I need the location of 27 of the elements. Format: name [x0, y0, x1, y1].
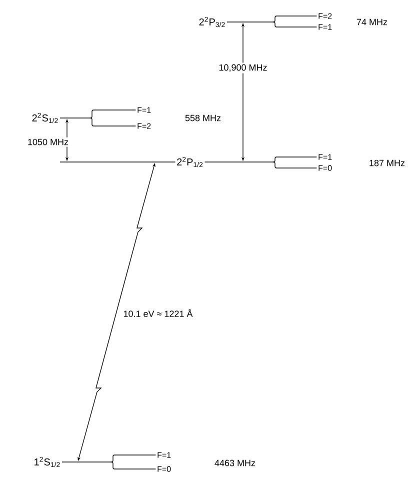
edge-label: 10,900 MHz	[217, 62, 269, 74]
energy-level: 2$^{2}$P$_{1/2}$	[60, 156, 274, 168]
hyperfine-level: F=1	[94, 107, 151, 113]
splitting-label: 74 MHz	[356, 18, 388, 26]
bracket-line	[110, 454, 116, 462]
hyperfine-level: F=1	[276, 24, 332, 30]
splitting-label: 558 MHz	[185, 114, 221, 122]
splitting-label: 187 MHz	[370, 160, 405, 166]
bracket-line	[90, 110, 94, 118]
energy-level: 2$^{2}$P$_{3/2}$	[199, 16, 274, 28]
bracket-line	[90, 118, 94, 126]
bracket-line	[272, 156, 278, 162]
energy-level: 1$^{2}$S$_{1/2}$	[34, 456, 112, 468]
bracket-line	[272, 22, 278, 28]
bracket-line	[110, 462, 116, 470]
bracket-line	[272, 16, 278, 22]
hyperfine-level: F=1	[114, 452, 171, 458]
energy-level: 2$^{2}$S$_{1/2}$	[32, 112, 92, 124]
hyperfine-level: F=0	[114, 466, 171, 472]
edge-label: 1050 MHz	[26, 137, 70, 147]
hyperfine-level: F=2	[94, 123, 151, 129]
hyperfine-level: F=2	[276, 13, 332, 19]
hyperfine-level: F=0	[276, 165, 332, 171]
bracket-line	[272, 162, 278, 168]
splitting-label: 4463 MHz	[214, 460, 256, 466]
hyperfine-level: F=1	[276, 154, 332, 160]
edge-label: 10.1 eV ≈ 1221 Å	[122, 308, 194, 318]
